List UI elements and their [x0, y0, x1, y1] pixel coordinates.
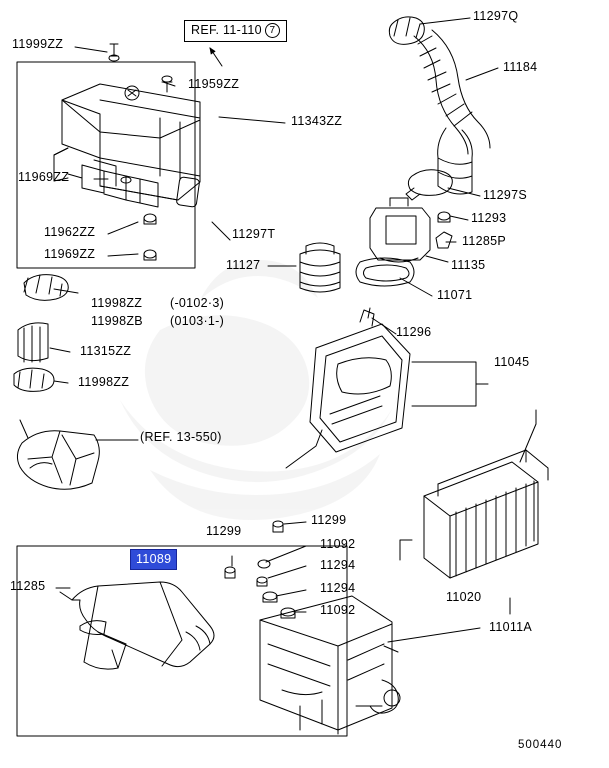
label-11071: 11071 — [437, 288, 473, 302]
label-11296: 11296 — [396, 325, 432, 339]
label-11299-left: 11299 — [206, 524, 242, 538]
label-11285: 11285 — [10, 579, 46, 593]
label-11998ZZ-lower: 11998ZZ — [78, 375, 130, 389]
label-ref-13-550: (REF. 13-550) — [140, 430, 222, 444]
reference-box-circle-number: 7 — [264, 23, 280, 38]
label-11297T: 11297T — [232, 227, 276, 241]
note-11998ZB-date: (0103·1-) — [170, 314, 225, 328]
label-11343ZZ: 11343ZZ — [291, 114, 343, 128]
label-11297S: 11297S — [483, 188, 527, 202]
label-11127: 11127 — [226, 258, 261, 272]
label-11315ZZ: 11315ZZ — [80, 344, 132, 358]
label-11092-upper: 11092 — [320, 537, 356, 551]
label-11011A: 11011A — [489, 620, 533, 634]
label-11998ZZ-upper: 11998ZZ — [91, 296, 143, 310]
label-11959ZZ: 11959ZZ — [188, 77, 240, 91]
label-11293: 11293 — [471, 211, 507, 225]
note-11998ZZ-date: (-0102·3) — [170, 296, 225, 310]
label-11962ZZ: 11962ZZ — [44, 225, 96, 239]
box-air-cleaner — [16, 545, 348, 737]
box-resonator — [16, 61, 196, 269]
label-11092-lower: 11092 — [320, 603, 356, 617]
highlighted-part-11089[interactable]: 11089 — [130, 549, 178, 570]
watermark — [120, 260, 402, 520]
label-11184: 11184 — [503, 60, 538, 74]
reference-box-text: REF. 11-110 — [191, 23, 262, 37]
label-11045: 11045 — [494, 355, 530, 369]
figure-code: 500440 — [518, 739, 563, 751]
label-11294-lower: 11294 — [320, 581, 356, 595]
label-11969ZZ-lower: 11969ZZ — [44, 247, 96, 261]
label-11020: 11020 — [446, 590, 482, 604]
label-11285P: 11285P — [462, 234, 506, 248]
label-11294-upper: 11294 — [320, 558, 356, 572]
label-11969ZZ-upper: 11969ZZ — [18, 170, 70, 184]
label-11299-right: 11299 — [311, 513, 347, 527]
label-11297Q: 11297Q — [473, 9, 519, 23]
label-11998ZB: 11998ZB — [91, 314, 143, 328]
label-11999ZZ: 11999ZZ — [12, 37, 64, 51]
label-11135: 11135 — [451, 258, 486, 272]
